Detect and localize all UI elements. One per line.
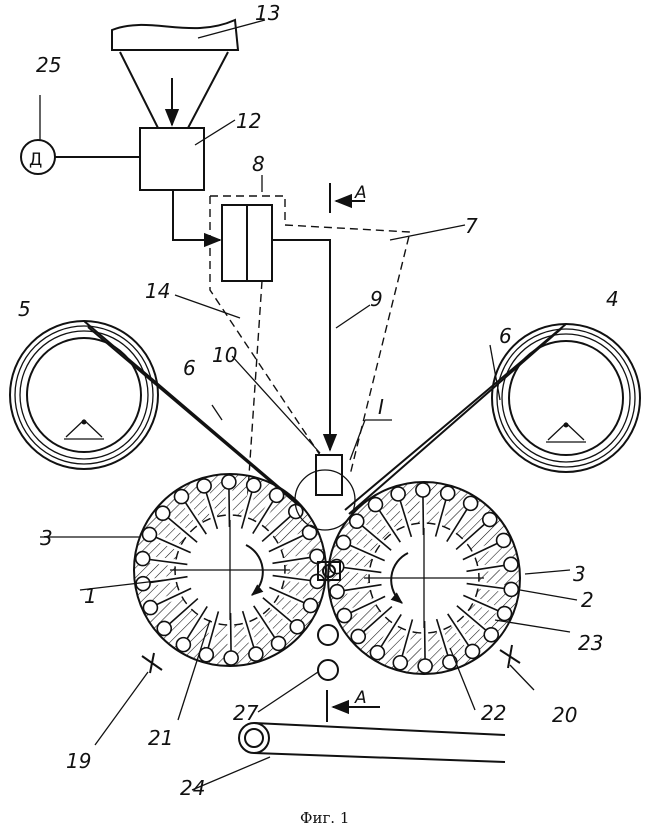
drum-left-cell [290, 620, 304, 634]
drum-right-cell [443, 655, 457, 669]
drum-left-cell [272, 636, 286, 650]
label-19: 19 [66, 749, 91, 773]
drum-right-cell [330, 585, 344, 599]
drum-left-cell [136, 552, 150, 566]
drum-right-cell [497, 533, 511, 547]
hopper [112, 20, 238, 128]
motor: Д [21, 140, 140, 174]
drum-right-cell [351, 629, 365, 643]
drum-right [328, 482, 520, 674]
supply-line [272, 240, 330, 450]
drum-right-cell [416, 483, 430, 497]
pellet-upper [318, 625, 338, 645]
drum-right-cell [498, 607, 512, 621]
drum-right-cell [441, 486, 455, 500]
reel-right [492, 324, 640, 472]
label-9: 9 [370, 287, 383, 311]
label-6-right: 6 [499, 324, 512, 348]
drum-right-cell [336, 535, 350, 549]
drum-right-cell [350, 514, 364, 528]
label-23: 23 [578, 631, 603, 655]
knife-left [142, 653, 162, 673]
pellet-lower [318, 660, 338, 680]
label-12: 12 [236, 109, 261, 133]
drum-left-cell [197, 479, 211, 493]
drum-left-cell [174, 490, 188, 504]
drum-left-cell [199, 648, 213, 662]
label-10: 10 [212, 343, 237, 367]
label-8: 8 [252, 152, 265, 176]
label-22: 22 [481, 701, 506, 725]
drum-right-cell [466, 644, 480, 658]
leader-lines [40, 20, 577, 790]
knife-right [500, 645, 520, 668]
dosing-unit [140, 128, 204, 190]
drum-left-cell [249, 647, 263, 661]
section-mark-bottom-label: A [354, 688, 367, 708]
label-4: 4 [606, 287, 619, 311]
label-25: 25 [36, 53, 61, 77]
drum-right-cell [393, 656, 407, 670]
drum-left-cell [156, 506, 170, 520]
drum-right-cell [391, 487, 405, 501]
label-13: 13 [255, 1, 280, 25]
label-24: 24 [180, 776, 205, 800]
label-7: 7 [465, 214, 478, 238]
drum-left [134, 474, 326, 666]
detail-mark-label: I [378, 395, 384, 419]
drum-right-cell [370, 646, 384, 660]
drum-left-cell [270, 488, 284, 502]
section-mark-bottom: A [327, 688, 380, 722]
label-2: 2 [581, 588, 594, 612]
label-1: 1 [84, 584, 97, 608]
drum-right-cell [483, 513, 497, 527]
label-3-right: 3 [573, 562, 586, 586]
feed-line [173, 190, 220, 240]
label-3-left: 3 [40, 526, 53, 550]
motor-letter: Д [29, 150, 42, 170]
drum-right-cell [504, 557, 518, 571]
drum-left-cell [222, 475, 236, 489]
drum-left-cell [157, 621, 171, 635]
drum-right-cell [368, 498, 382, 512]
drum-right-cell [484, 628, 498, 642]
conveyor [239, 723, 505, 762]
drum-right-cell [418, 659, 432, 673]
section-mark-top-label: A [354, 183, 367, 203]
label-21: 21 [148, 726, 173, 750]
label-5: 5 [18, 297, 31, 321]
drum-left-cell [176, 638, 190, 652]
label-27: 27 [233, 701, 259, 725]
drum-right-cell [464, 496, 478, 510]
drum-left-cell [247, 478, 261, 492]
drum-right-cell [337, 609, 351, 623]
section-mark-top: A [330, 183, 367, 213]
drum-right-cell [504, 582, 518, 596]
label-14: 14 [145, 279, 170, 303]
label-20: 20 [552, 703, 577, 727]
reel-left [10, 321, 158, 469]
label-6-left: 6 [183, 356, 196, 380]
figure-caption: Фиг. 1 [300, 809, 349, 827]
drum-left-cell [304, 599, 318, 613]
drum-left-cell [143, 601, 157, 615]
drum-left-cell [224, 651, 238, 665]
drum-left-cell [142, 527, 156, 541]
reference-labels: 1 2 3 3 4 5 6 6 7 8 9 10 12 13 14 19 20 … [18, 1, 619, 800]
control-unit [222, 205, 272, 281]
